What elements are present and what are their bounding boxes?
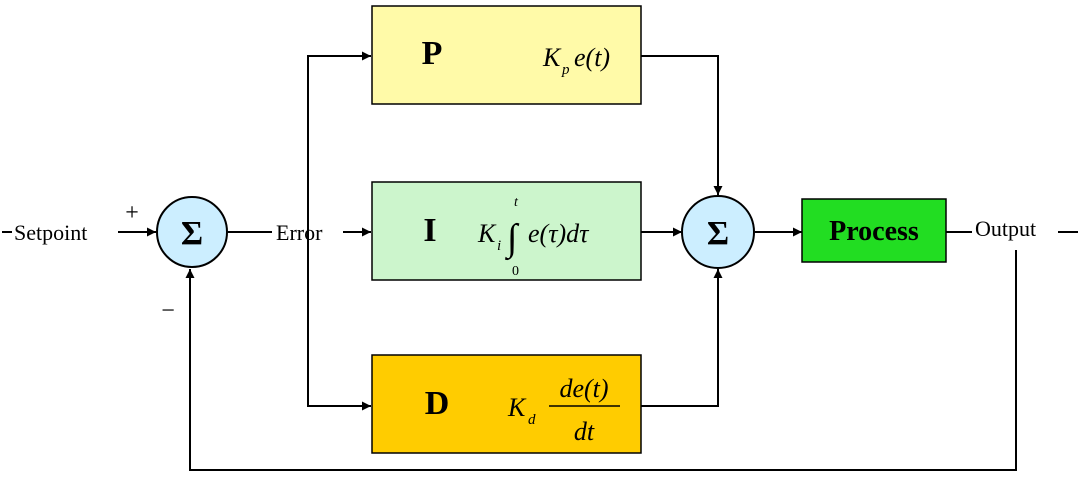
i-block-expression: e(τ)dτ bbox=[528, 219, 590, 248]
plus-sign: + bbox=[125, 200, 139, 226]
input-summer: Σ bbox=[156, 196, 228, 268]
p-block-expression: e(t) bbox=[574, 43, 610, 72]
p-block: P K p e(t) bbox=[371, 5, 642, 105]
d-block-numerator: de(t) bbox=[559, 374, 608, 403]
feedback-arrow bbox=[185, 250, 1017, 471]
i-block-box bbox=[371, 181, 642, 281]
d-block: D K d de(t) dt bbox=[371, 354, 642, 454]
p-block-box bbox=[371, 5, 642, 105]
i-block-gain: K bbox=[477, 219, 497, 248]
i-block-letter: I bbox=[423, 212, 436, 249]
setpoint-label: Setpoint bbox=[14, 220, 87, 245]
input-summer-circle bbox=[156, 196, 228, 268]
d-block-gain: K bbox=[507, 393, 527, 422]
output-label: Output bbox=[975, 216, 1036, 241]
process-block-box bbox=[801, 198, 947, 263]
p-block-letter: P bbox=[422, 35, 443, 72]
i-block-lower-limit: 0 bbox=[512, 264, 519, 279]
output-summer-circle bbox=[681, 195, 755, 269]
input-summer-symbol: Σ bbox=[181, 215, 203, 252]
i-block-gain-subscript: i bbox=[497, 238, 501, 254]
error-label: Error bbox=[276, 220, 323, 245]
i-block-integral-sign: ∫ bbox=[505, 217, 520, 261]
branch-to-d-arrow bbox=[307, 232, 371, 411]
output-summer: Σ bbox=[681, 195, 755, 269]
minus-sign: − bbox=[161, 298, 175, 324]
d-block-gain-subscript: d bbox=[528, 412, 536, 428]
process-block-label: Process bbox=[829, 216, 919, 247]
d-block-box bbox=[371, 354, 642, 454]
branch-to-p-arrow bbox=[307, 51, 371, 232]
p-block-gain-subscript: p bbox=[561, 62, 570, 78]
d-to-summer-arrow bbox=[641, 269, 723, 407]
output-summer-symbol: Σ bbox=[707, 215, 729, 252]
i-block-upper-limit: t bbox=[514, 195, 519, 210]
p-to-summer-arrow bbox=[641, 55, 723, 195]
connections bbox=[2, 51, 1078, 471]
i-block: I K i ∫ t 0 e(τ)dτ bbox=[371, 181, 642, 281]
process-block: Process bbox=[801, 198, 947, 263]
p-block-gain: K bbox=[542, 43, 562, 72]
d-block-denominator: dt bbox=[574, 417, 595, 446]
d-block-letter: D bbox=[425, 385, 450, 422]
